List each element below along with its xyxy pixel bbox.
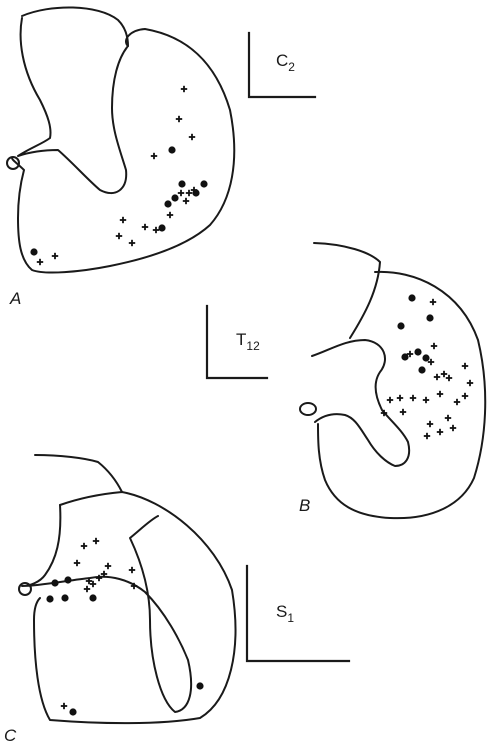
filled-circle-marker	[46, 595, 53, 602]
cross-marker	[81, 543, 87, 549]
panel-c-dorsal-edge-outline	[35, 455, 122, 492]
cross-marker	[445, 415, 451, 421]
panel-label-b: B	[299, 496, 310, 515]
segment-label-t12: T12	[236, 330, 260, 353]
cross-marker	[423, 397, 429, 403]
cross-marker	[434, 374, 440, 380]
panel-a-inner-outline	[18, 18, 128, 193]
filled-circle-marker	[168, 146, 175, 153]
panel-b-inner-outline	[312, 340, 409, 466]
cross-marker	[151, 153, 157, 159]
filled-circle-marker	[196, 682, 203, 689]
cross-marker	[116, 233, 122, 239]
panel-c	[19, 455, 235, 723]
filled-circle-marker	[89, 594, 96, 601]
cross-marker	[153, 227, 159, 233]
cross-marker	[462, 393, 468, 399]
segment-label-c2: C2	[276, 51, 295, 74]
filled-circle-marker	[408, 294, 415, 301]
filled-circle-marker	[64, 576, 71, 583]
cross-marker	[446, 375, 452, 381]
filled-circle-marker	[69, 708, 76, 715]
cross-marker	[189, 134, 195, 140]
cross-marker	[183, 198, 189, 204]
cross-marker	[96, 575, 102, 581]
cross-marker	[84, 586, 90, 592]
cross-marker	[129, 240, 135, 246]
cross-marker	[437, 391, 443, 397]
filled-circle-marker	[171, 194, 178, 201]
filled-circle-marker	[414, 348, 421, 355]
filled-circle-marker	[418, 366, 425, 373]
cross-marker	[387, 397, 393, 403]
panel-label-a: A	[9, 289, 21, 308]
cross-marker	[129, 567, 135, 573]
panel-c-outer-outline	[34, 492, 235, 723]
scale-bar-c2: C2	[249, 33, 315, 97]
cross-marker	[120, 217, 126, 223]
cross-marker	[430, 299, 436, 305]
cross-marker	[424, 433, 430, 439]
panel-c-inner-outline	[22, 505, 191, 712]
cross-marker	[105, 563, 111, 569]
panel-b-central-canal	[300, 403, 316, 415]
cross-marker	[167, 212, 173, 218]
cross-marker	[37, 259, 43, 265]
segment-label-s1: S1	[276, 602, 294, 625]
filled-circle-marker	[200, 180, 207, 187]
cross-marker	[400, 409, 406, 415]
panel-label-c: C	[4, 726, 17, 743]
cross-marker	[467, 380, 473, 386]
cross-marker	[176, 116, 182, 122]
cross-marker	[52, 253, 58, 259]
cross-marker	[181, 86, 187, 92]
panel-b-upper-edge-outline	[314, 243, 380, 338]
filled-circle-marker	[61, 594, 68, 601]
cross-marker	[178, 190, 184, 196]
filled-circle-marker	[30, 248, 37, 255]
cross-marker	[454, 399, 460, 405]
cross-marker	[74, 560, 80, 566]
scale-bar-s1: S1	[247, 566, 349, 661]
cross-marker	[142, 224, 148, 230]
panel-b-outer-outline	[318, 272, 485, 518]
filled-circle-marker	[426, 314, 433, 321]
scale-bar-s1-axes	[247, 566, 349, 661]
filled-circle-marker	[158, 224, 165, 231]
cross-marker	[427, 421, 433, 427]
cross-marker	[61, 703, 67, 709]
cross-marker	[462, 363, 468, 369]
cross-marker	[431, 343, 437, 349]
filled-circle-marker	[178, 180, 185, 187]
cross-marker	[450, 425, 456, 431]
filled-circle-marker	[164, 200, 171, 207]
panel-c-central-canal	[19, 583, 31, 595]
filled-circle-marker	[397, 322, 404, 329]
filled-circle-marker	[422, 354, 429, 361]
cross-marker	[93, 538, 99, 544]
cross-marker	[410, 395, 416, 401]
scale-bar-t12: T12	[207, 306, 267, 378]
cell-markers	[30, 86, 473, 716]
cross-marker	[441, 371, 447, 377]
panel-b	[300, 243, 485, 518]
filled-circle-marker	[51, 579, 58, 586]
cross-marker	[397, 395, 403, 401]
panel-a	[7, 7, 234, 272]
cross-marker	[437, 429, 443, 435]
